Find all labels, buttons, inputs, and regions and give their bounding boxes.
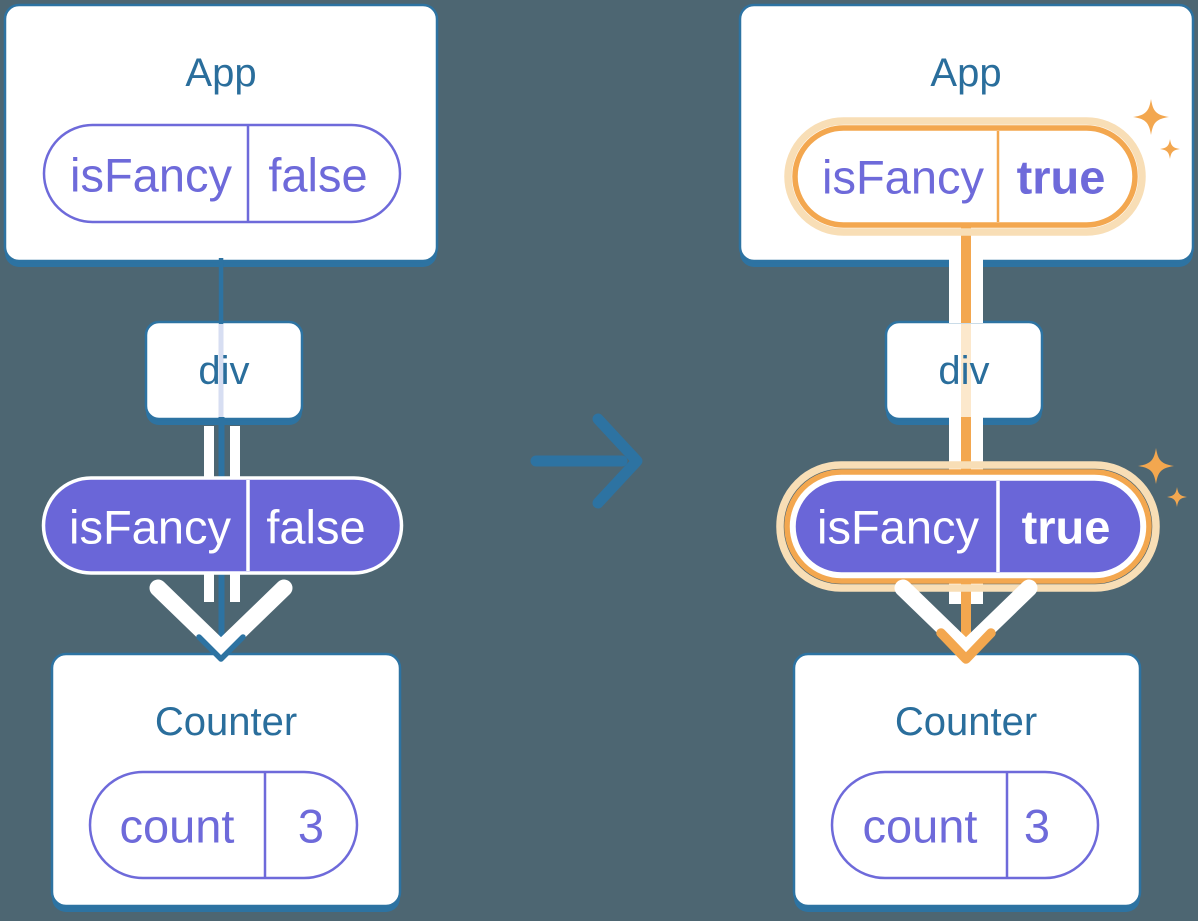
- prop-pipe-right-rail: [230, 426, 240, 480]
- highlight-edge-app-to-div: [961, 226, 971, 323]
- edge-behind-div: [218, 324, 224, 417]
- flow-chevron: [894, 579, 1038, 658]
- app-title: App: [930, 51, 1001, 95]
- edge-div-to-prop: [218, 417, 225, 481]
- highlight-edge-div-to-prop: [961, 417, 971, 479]
- sparkle-icon: [1160, 139, 1180, 159]
- app-title: App: [185, 51, 256, 95]
- counter-state-pill: [830, 770, 1100, 880]
- prop-pill: [41, 476, 404, 575]
- prop-pill-glow: [776, 461, 1160, 592]
- state-pill-value: true: [1017, 151, 1106, 204]
- counter-state-pill: [88, 770, 359, 880]
- prop-pill-key: isFancy: [817, 501, 979, 554]
- prop-pipe-right-rail: [971, 226, 983, 323]
- state-pill-glow: [784, 117, 1146, 236]
- counter-title: Counter: [155, 700, 297, 744]
- state-pill-key: isFancy: [822, 151, 984, 204]
- counter-pill-value: 3: [1024, 800, 1050, 853]
- prop-pill-key: isFancy: [69, 501, 231, 554]
- sparkle-icon: [1167, 487, 1187, 507]
- prop-pill-value: true: [1022, 501, 1111, 554]
- tree-before: App Counter div isFancy false isFancy fa…: [3, 3, 439, 912]
- prop-pipe-left-rail: [204, 426, 214, 480]
- prop-pipe-left-rail: [949, 226, 961, 323]
- transition-arrow-head: [592, 413, 643, 509]
- prop-pill-value: false: [266, 501, 365, 554]
- app-state-pill: [42, 123, 402, 224]
- counter-pill-value: 3: [298, 800, 324, 853]
- prop-pipe-left-rail: [204, 572, 214, 602]
- sparkle-icon: [1138, 448, 1174, 484]
- state-pill-value: false: [268, 149, 367, 202]
- flow-arrowhead: [936, 628, 996, 664]
- flow-chevron: [149, 579, 293, 658]
- sparkle-icon: [1133, 99, 1169, 135]
- div-title: div: [938, 349, 989, 393]
- state-pill-key: isFancy: [70, 149, 232, 202]
- highlight-behind-div: [961, 324, 971, 417]
- counter-title: Counter: [895, 700, 1037, 744]
- counter-pill-key: count: [120, 800, 235, 853]
- flow-arrowhead: [196, 634, 246, 662]
- prop-pipe-right-rail: [230, 572, 240, 602]
- highlight-edge-prop-to-counter: [961, 578, 971, 654]
- edge-app-to-div: [218, 258, 224, 324]
- tree-after: App Counter div isFancy true: [738, 3, 1195, 912]
- edge-prop-to-counter: [218, 572, 225, 656]
- div-title: div: [198, 349, 249, 393]
- app-state-pill: [792, 125, 1138, 228]
- prop-pill: [792, 477, 1144, 576]
- transition-arrow-icon: [530, 413, 643, 509]
- counter-pill-key: count: [863, 800, 978, 853]
